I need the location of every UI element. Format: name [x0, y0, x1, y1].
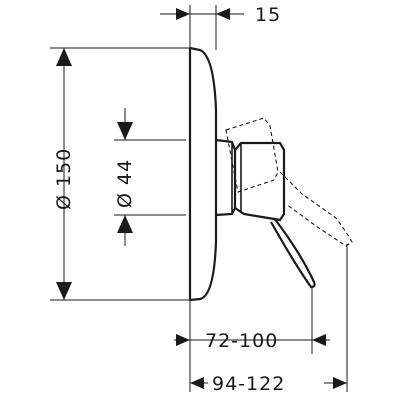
lever-hub [234, 141, 286, 222]
dimension-total-projection: 94-122 [190, 368, 347, 395]
dimension-body-diameter: Ø 44 [114, 108, 186, 246]
dimension-plate-diameter: Ø 150 [50, 47, 190, 301]
arrow-down [117, 122, 133, 140]
arrow-up [117, 215, 133, 233]
arrow-up [56, 48, 72, 66]
plate-profile [189, 46, 218, 302]
wall-plate [188, 46, 218, 302]
arrow-left [312, 334, 326, 346]
dimension-top-depth: 15 [160, 4, 281, 50]
lever-arm [270, 217, 316, 289]
lever-alt-position [225, 117, 353, 247]
arrow-right [176, 334, 190, 346]
plate-diameter-label: Ø 150 [53, 148, 75, 210]
body-diameter-label: Ø 44 [114, 159, 136, 208]
arrow-right [176, 8, 190, 20]
lever-handle [234, 141, 316, 289]
arrow-right [333, 377, 347, 389]
arrow-left [190, 377, 204, 389]
total-projection-label: 94-122 [212, 373, 285, 395]
arrow-down [56, 282, 72, 300]
dimension-lever-projection: 72-100 [174, 244, 348, 392]
valve-body [215, 138, 237, 217]
arrow-left [216, 8, 230, 20]
top-depth-label: 15 [255, 4, 281, 26]
lever-projection-label: 72-100 [205, 330, 278, 352]
